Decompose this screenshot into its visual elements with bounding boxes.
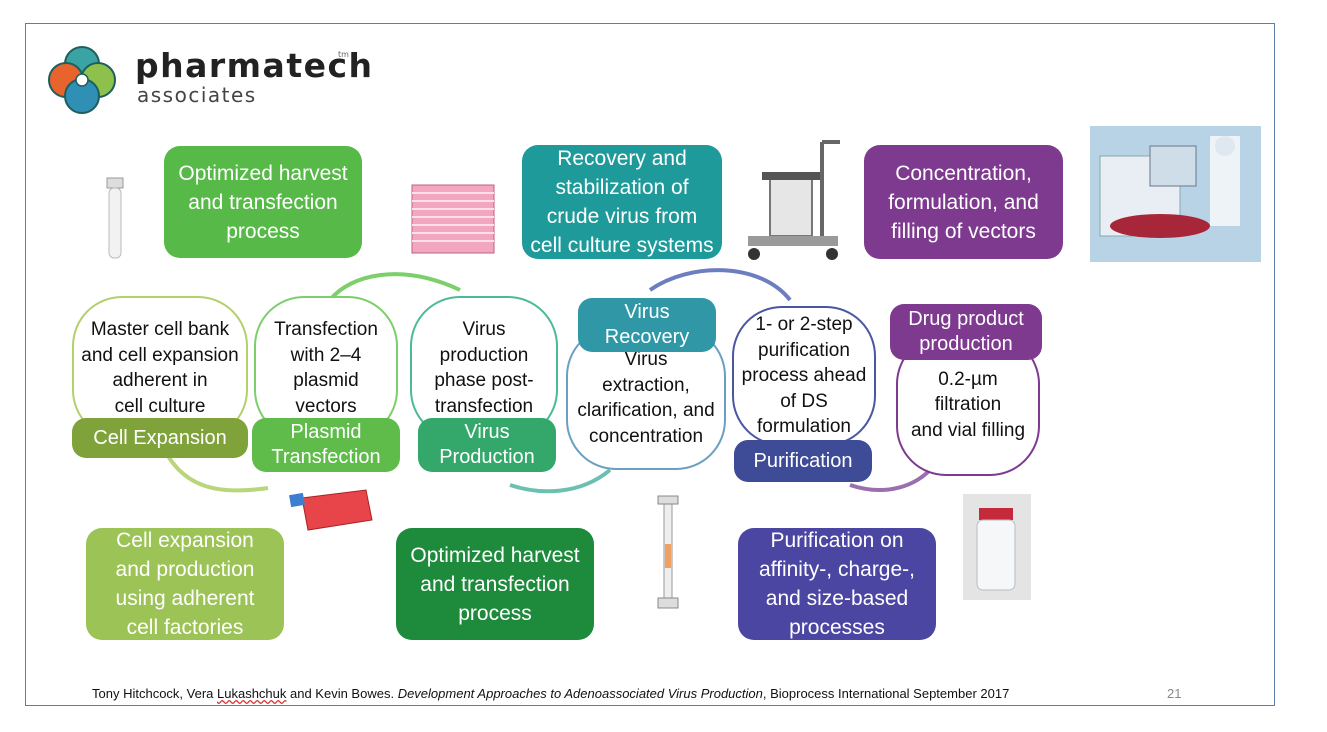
stage-circle-virus-production: Virus production phase post- transfectio… — [410, 296, 558, 440]
citation: Tony Hitchcock, Vera Lukashchuk and Kevi… — [92, 686, 1009, 701]
vial-image — [963, 494, 1031, 600]
cleanroom-photo-image — [1090, 126, 1261, 262]
bottom-box-purification: Purification on affinity-, charge-, and … — [738, 528, 936, 640]
citation-journal: , Bioprocess International September 201… — [762, 686, 1010, 701]
chromatography-column-image — [657, 495, 679, 609]
tube-image — [106, 177, 124, 259]
stage-label-cell-expansion: Cell Expansion — [72, 418, 248, 458]
bottom-box-harvest: Optimized harvest and transfection proce… — [396, 528, 594, 640]
bioreactor-cart-image — [748, 140, 840, 260]
top-box-recovery: Recovery and stabilization of crude viru… — [522, 145, 722, 259]
page-number: 21 — [1167, 686, 1182, 701]
stage-label-purification: Purification — [734, 440, 872, 482]
stage-label-plasmid-transfection: Plasmid Transfection — [252, 418, 400, 472]
stage-circle-purification: 1- or 2-step purification process ahead … — [732, 306, 876, 446]
cell-flask-image — [289, 489, 373, 531]
logo-subtitle: associates — [137, 83, 257, 107]
stage-label-drug-product: Drug product production — [890, 304, 1042, 360]
logo-trademark: tm — [338, 50, 349, 59]
citation-authors-pre: Tony Hitchcock, Vera — [92, 686, 217, 701]
top-box-harvest: Optimized harvest and transfection proce… — [164, 146, 362, 258]
cell-factory-stack-image — [411, 184, 495, 254]
citation-authors-post: and Kevin Bowes. — [286, 686, 398, 701]
citation-title: Development Approaches to Adenoassociate… — [397, 686, 763, 701]
stage-circle-cell-expansion: Master cell bank and cell expansion adhe… — [72, 296, 248, 440]
stage-label-virus-recovery: Virus Recovery — [578, 298, 716, 352]
logo-name: pharmatech — [135, 46, 374, 85]
stage-circle-transfection: Transfection with 2–4 plasmid vectors — [254, 296, 398, 440]
bottom-box-cell-expansion: Cell expansion and production using adhe… — [86, 528, 284, 640]
citation-author-squiggle: Lukashchuk — [217, 686, 287, 701]
logo-icon — [48, 46, 116, 114]
top-box-concentration: Concentration, formulation, and filling … — [864, 145, 1063, 259]
stage-label-virus-production: Virus Production — [418, 418, 556, 472]
